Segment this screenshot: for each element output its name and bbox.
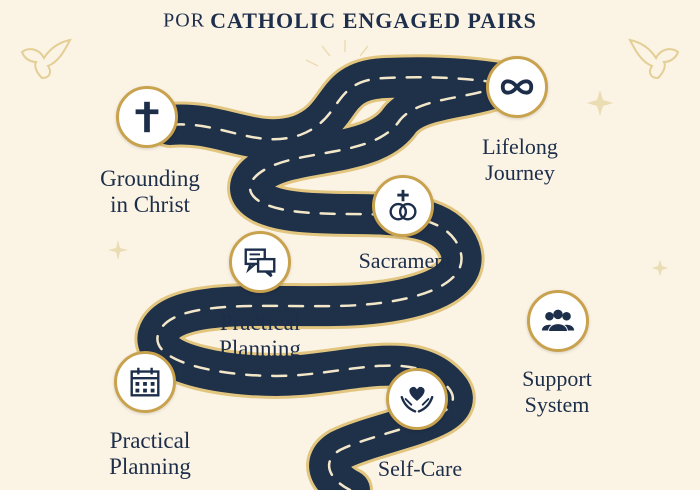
label-practical-upper-line2: Planning	[219, 336, 301, 361]
label-selfcare-line1: Self-Care	[377, 456, 463, 481]
group-icon	[541, 309, 575, 332]
label-lifelong-line2: Journey	[485, 160, 555, 185]
badge-lifelong	[486, 56, 548, 118]
sparkle-decorations	[108, 90, 668, 276]
label-practical-upper-line1: Practical	[219, 310, 301, 335]
label-practical-lower-line1: Practical	[109, 428, 191, 453]
label-grounding-line1: Grounding	[100, 166, 200, 191]
rings-cross-icon	[389, 189, 417, 221]
dove-left-icon	[20, 38, 72, 80]
label-lifelong-line1: Lifelong	[482, 134, 558, 159]
chat-bubbles-icon	[244, 248, 276, 278]
label-support: Support System	[492, 366, 622, 418]
title-prefix: POR	[163, 9, 206, 32]
title-main: CATHOLIC ENGAGED PAIRS	[210, 8, 537, 33]
label-support-line1: Support	[522, 366, 592, 391]
badge-practical-lower	[114, 351, 176, 413]
calendar-icon	[130, 367, 160, 397]
label-sacrament: Sacrament	[335, 248, 475, 274]
label-grounding: Grounding in Christ	[70, 166, 230, 218]
badge-support	[527, 290, 589, 352]
label-grounding-line2: in Christ	[110, 192, 190, 217]
label-selfcare: Self-Care	[360, 456, 480, 482]
label-support-line2: System	[524, 392, 590, 417]
label-practical-lower: Practical Planning	[80, 428, 220, 480]
label-sacrament-line1: Sacrament	[358, 248, 452, 273]
infinity-icon	[500, 79, 534, 95]
heart-hands-icon	[400, 386, 434, 413]
badge-grounding	[116, 86, 178, 148]
page-title: POR CATHOLIC ENGAGED PAIRS	[0, 8, 700, 34]
label-practical-upper: Practical Planning	[190, 310, 330, 362]
badge-sacrament	[372, 175, 434, 237]
cross-icon	[135, 101, 159, 133]
dove-right-icon	[628, 38, 680, 80]
badge-practical-upper	[229, 231, 291, 293]
label-lifelong: Lifelong Journey	[455, 134, 585, 186]
label-practical-lower-line2: Planning	[109, 454, 191, 479]
road-center-line	[156, 76, 507, 490]
badge-selfcare	[386, 368, 448, 430]
